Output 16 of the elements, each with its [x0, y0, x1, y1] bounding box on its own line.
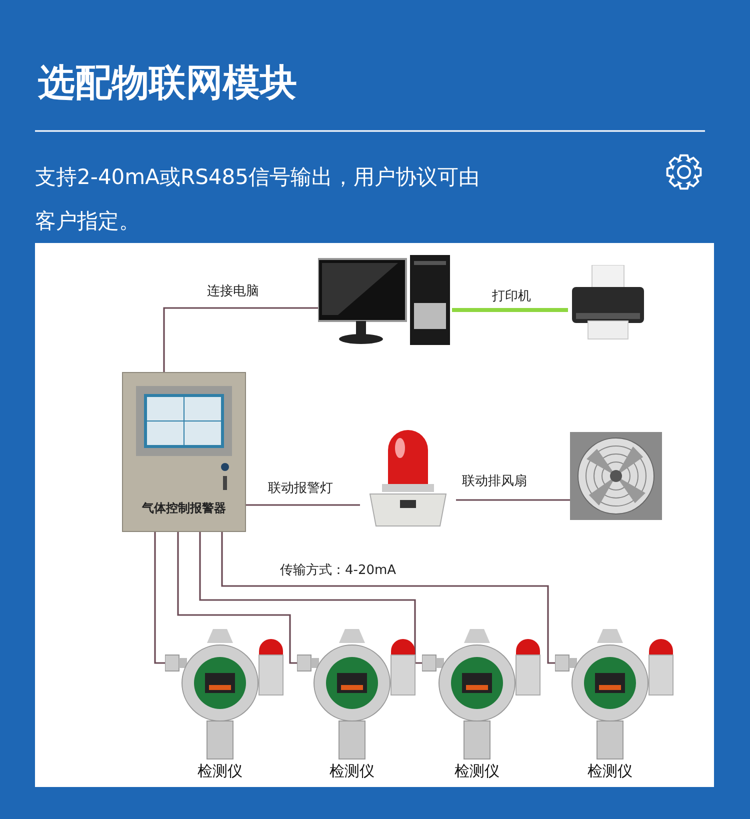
connection-line — [456, 499, 570, 501]
detector-label: 检测仪 — [454, 761, 500, 781]
connection-line — [221, 532, 555, 664]
connection-line — [246, 504, 360, 506]
connection-line — [154, 532, 165, 664]
cabinet-label: 气体控制报警器 — [140, 500, 227, 517]
detector-label: 检测仪 — [196, 761, 244, 781]
connection-line — [163, 307, 318, 372]
connection-line — [199, 532, 422, 664]
transmission-note: 传输方式：4-20mA — [280, 562, 398, 580]
detector-label: 检测仪 — [586, 761, 634, 781]
connection-line — [452, 308, 568, 312]
title: 选配物联网模块 — [38, 60, 297, 106]
connection-line — [177, 532, 297, 664]
description-text: 支持2-40mA或RS485信号输出，用户协议可由客户指定。 — [35, 164, 480, 235]
detector-label: 检测仪 — [328, 761, 376, 781]
